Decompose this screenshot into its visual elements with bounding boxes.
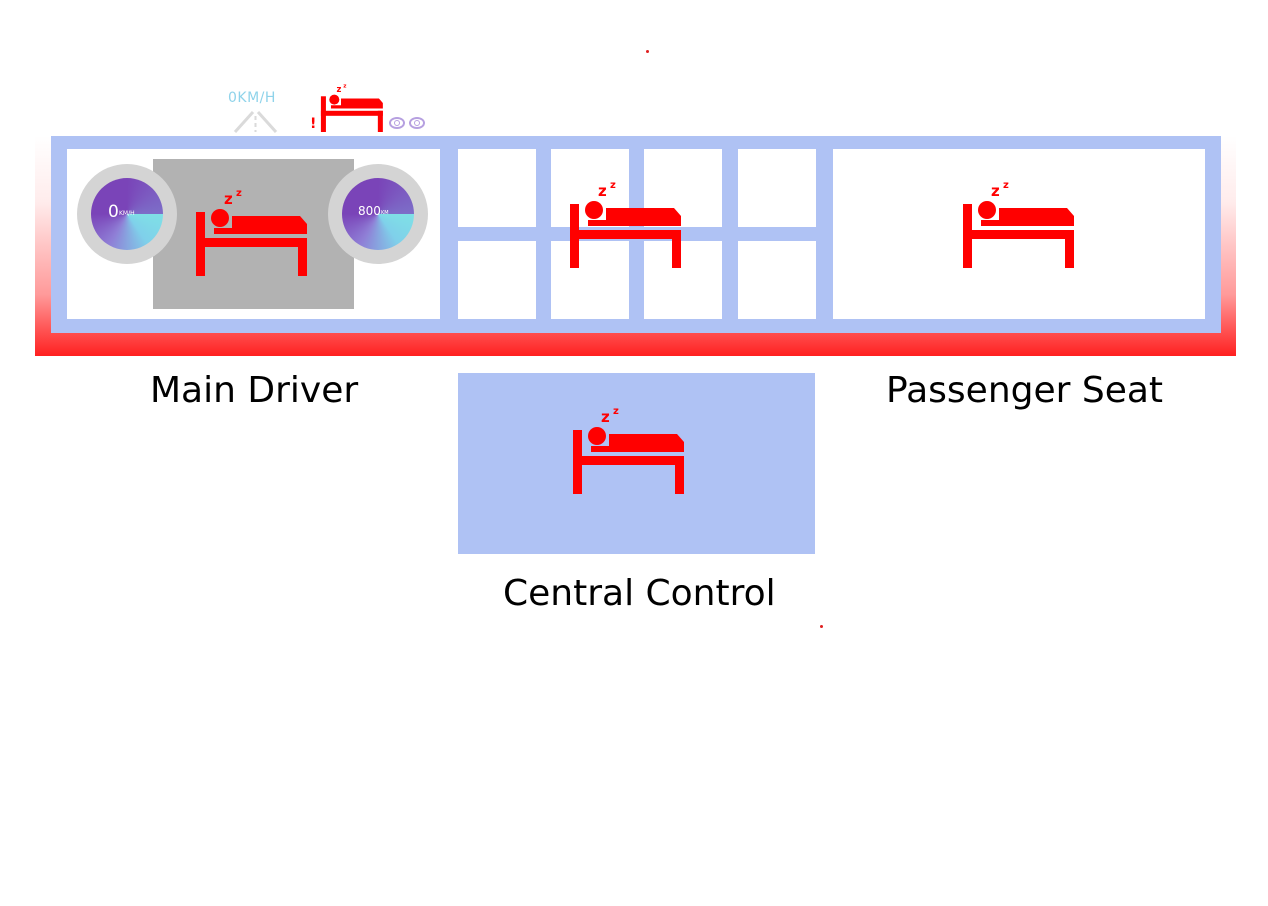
tire-warning-icon: [409, 117, 425, 129]
speed-gauge-value: 0: [108, 202, 119, 222]
grid-cell: [644, 241, 722, 319]
grid-cell: [458, 149, 536, 227]
passenger-seat-label: Passenger Seat: [886, 370, 1164, 411]
stray-dot: [646, 50, 649, 53]
sleep-icon: [320, 84, 383, 132]
lane-icon: [233, 110, 278, 134]
range-gauge-unit: KM: [381, 210, 389, 216]
range-gauge: 800 KM: [328, 164, 428, 264]
grid-cell: [738, 241, 816, 319]
grid-cell: [458, 241, 536, 319]
sleep-icon: [963, 182, 1074, 268]
alert-mark: !: [310, 116, 317, 132]
sleep-icon: [570, 182, 681, 268]
grid-cell: [551, 241, 629, 319]
hud-speed-readout: 0KM/H: [228, 90, 276, 106]
range-gauge-value: 800: [358, 204, 381, 218]
main-driver-label: Main Driver: [150, 370, 359, 411]
grid-cell: [738, 149, 816, 227]
central-control-label: Central Control: [503, 573, 776, 614]
tire-warning-icon: [389, 117, 405, 129]
sleep-icon: [573, 408, 684, 494]
speed-gauge: 0 KM/H: [77, 164, 177, 264]
speed-gauge-unit: KM/H: [119, 210, 135, 217]
stray-dot: [820, 625, 823, 628]
sleep-icon: [196, 190, 307, 276]
